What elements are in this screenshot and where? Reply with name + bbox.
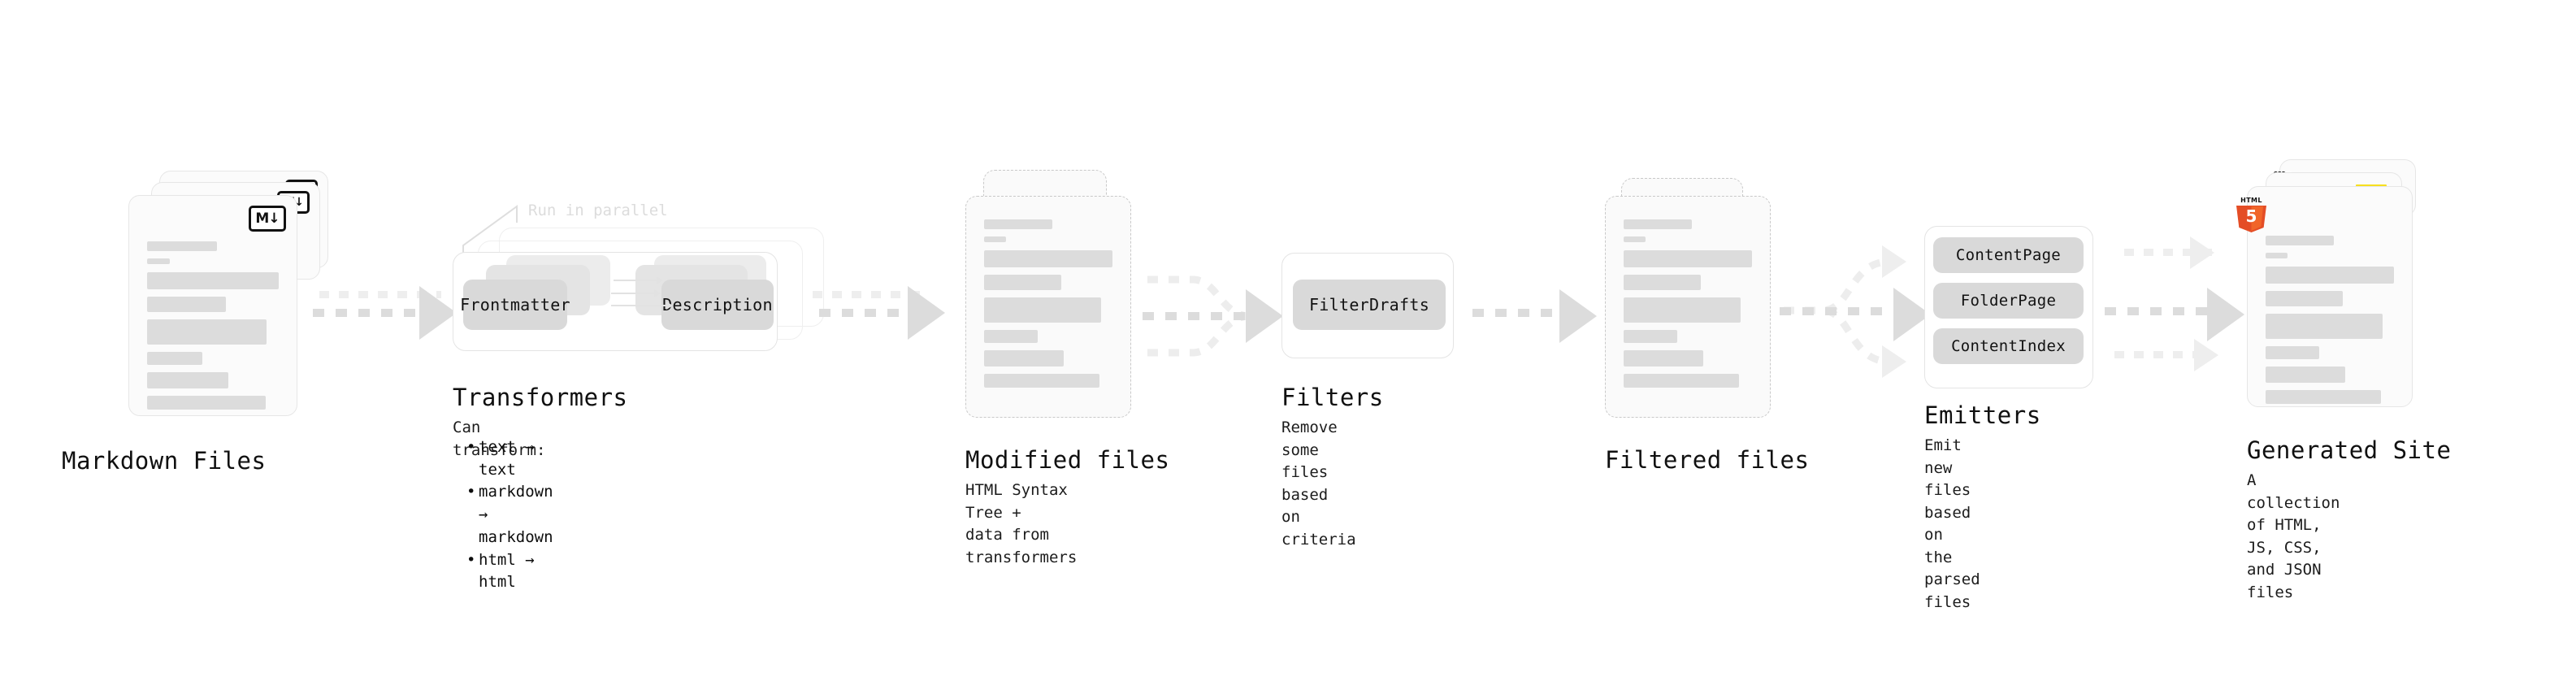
emitter-chip-contentindex[interactable]: ContentIndex — [1933, 328, 2084, 364]
placeholder-lines — [147, 241, 279, 417]
html5-icon-shield-inner — [2251, 206, 2263, 232]
html5-icon-label: HTML — [2240, 197, 2262, 204]
generated-site-description: A collection of HTML, JS, CSS, and JSON … — [2247, 471, 2340, 601]
transformer-inner-arrow-1 — [614, 276, 663, 284]
placeholder-lines — [1624, 219, 1752, 395]
bullet-text: html → html — [479, 550, 535, 592]
modified-files-description: HTML Syntax Tree + data from transformer… — [965, 481, 1078, 566]
stage-title-filters: Filters — [1281, 384, 1384, 411]
markdown-icon: M↓ — [249, 206, 286, 232]
filtered-card-front — [1605, 196, 1771, 418]
run-in-parallel-label: Run in parallel — [528, 202, 668, 219]
stage-title-modified-files: Modified files — [965, 446, 1170, 474]
transformer-chip-frontmatter[interactable]: Frontmatter — [460, 280, 570, 330]
list-item: • text → text — [466, 438, 535, 479]
emitter-chip-folderpage[interactable]: FolderPage — [1933, 283, 2084, 319]
emitters-description: Emit new files based on the parsed files — [1924, 436, 1980, 611]
markdown-card-front: M↓ — [128, 195, 297, 416]
generated-card-front: HTML 5 — [2236, 186, 2413, 407]
modified-card-front — [965, 196, 1131, 418]
filters-description: Remove some files based on criteria — [1281, 419, 1356, 549]
placeholder-lines — [2266, 236, 2394, 411]
stage-title-generated-site: Generated Site — [2247, 436, 2452, 464]
transformer-inner-arrow-2 — [611, 289, 661, 297]
filter-chip-filterdrafts[interactable]: FilterDrafts — [1293, 280, 1446, 330]
html5-icon-digit: 5 — [2245, 206, 2257, 226]
transformer-chip-description[interactable]: Description — [661, 280, 774, 330]
stage-title-filtered-files: Filtered files — [1605, 446, 1810, 474]
list-item: • markdown → markdown — [466, 483, 553, 546]
bullet-text: markdown → markdown — [479, 483, 553, 546]
list-item: • html → html — [466, 550, 535, 592]
stage-title-markdown-files: Markdown Files — [62, 447, 267, 475]
transformers-description: Can transform: — [453, 419, 546, 459]
bullet-text: text → text — [479, 438, 535, 479]
stage-title-transformers: Transformers — [453, 384, 628, 411]
transformers-bullet-list: • text → text • markdown → markdown • ht… — [464, 436, 553, 594]
transformer-inner-arrow-3 — [611, 301, 673, 310]
stage-title-emitters: Emitters — [1924, 401, 2041, 429]
placeholder-lines — [984, 219, 1112, 395]
html5-icon: HTML 5 — [2236, 197, 2266, 232]
emitter-chip-contentpage[interactable]: ContentPage — [1933, 237, 2084, 273]
